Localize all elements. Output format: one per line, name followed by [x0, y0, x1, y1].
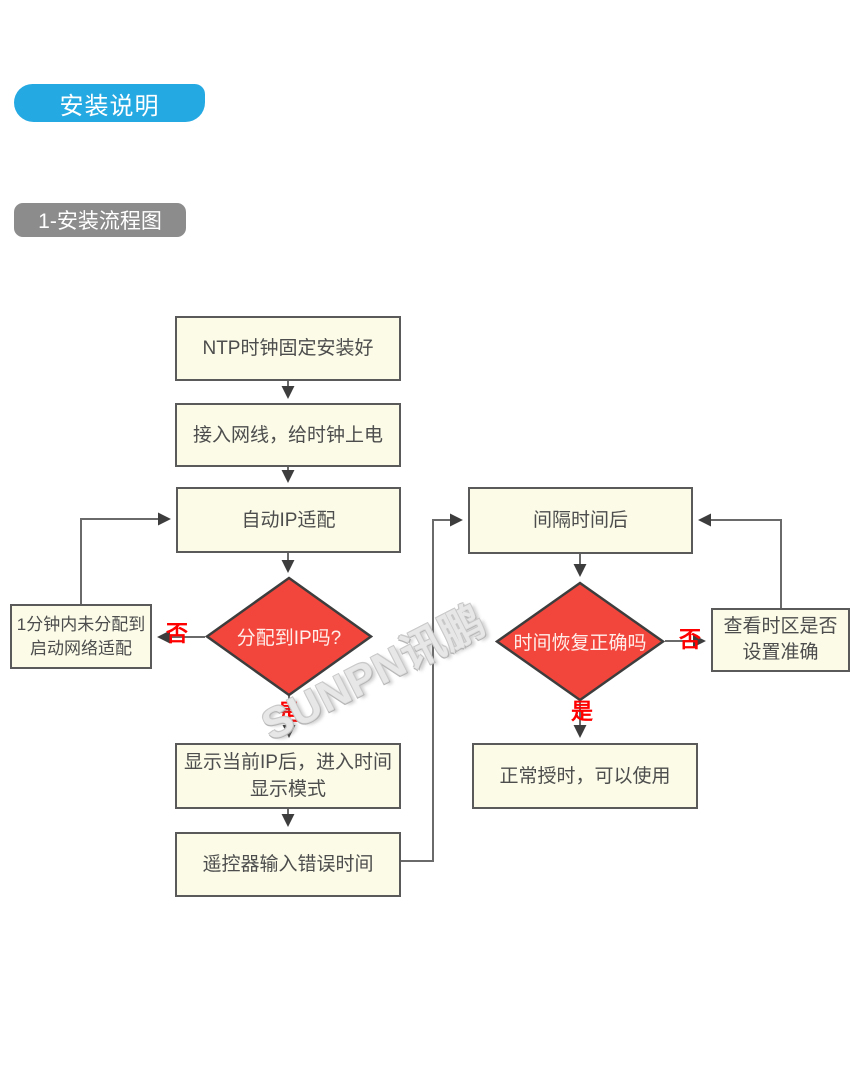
flow-node-remote-wrong-time: 遥控器输入错误时间	[175, 832, 401, 897]
flow-node-connect-power: 接入网线，给时钟上电	[175, 403, 401, 467]
subsection-badge-label: 1-安装流程图	[38, 210, 162, 233]
decision-ip-assigned-label: 分配到IP吗?	[236, 628, 342, 649]
flow-node-show-ip: 显示当前IP后，进入时间 显示模式	[175, 743, 401, 809]
flow-node-no-ip-fallback: 1分钟内未分配到 启动网络适配	[10, 604, 152, 669]
flow-node-ntp-installed: NTP时钟固定安装好	[175, 316, 401, 381]
decision-time-correct-label: 时间恢复正确吗	[513, 633, 647, 654]
branch-label-yes-ip: 是	[278, 700, 301, 725]
flow-node-normal-use: 正常授时，可以使用	[472, 743, 698, 809]
decision-ip-assigned: 分配到IP吗?	[205, 576, 373, 697]
diamond-shape	[205, 576, 373, 697]
flow-node-after-interval: 间隔时间后	[468, 487, 693, 554]
subsection-badge-flowchart: 1-安装流程图	[14, 203, 186, 237]
decision-time-correct: 时间恢复正确吗	[495, 581, 665, 702]
branch-label-yes-time: 是	[571, 699, 594, 724]
section-badge-install-instructions: 安装说明	[14, 84, 205, 122]
flow-node-check-timezone: 查看时区是否 设置准确	[711, 608, 850, 672]
flow-node-auto-ip: 自动IP适配	[176, 487, 401, 553]
branch-label-no-time: 否	[679, 627, 702, 652]
branch-label-no-ip: 否	[166, 621, 189, 646]
diamond-shape	[495, 581, 665, 702]
section-badge-label: 安装说明	[59, 92, 160, 120]
